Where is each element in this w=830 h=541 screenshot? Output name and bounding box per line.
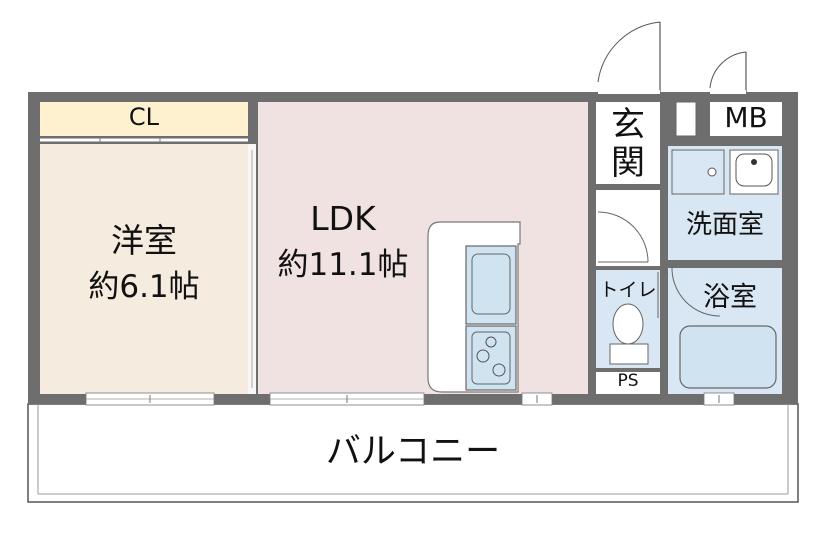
western-room-floor <box>40 144 248 394</box>
western-room-size: 約6.1帖 <box>88 269 200 305</box>
bathroom-label: 浴室 <box>703 282 757 313</box>
washroom-label: 洗面室 <box>685 210 764 240</box>
toilet-tank <box>609 343 649 365</box>
entrance-door-swing <box>597 21 661 83</box>
mb-door-gap <box>710 90 746 94</box>
ldk-size: 約11.1帖 <box>277 247 409 283</box>
bathroom-door-swing <box>671 265 721 317</box>
ldk-floor <box>258 102 588 394</box>
toilet-bowl <box>612 303 644 345</box>
closet-floor <box>40 102 248 136</box>
burner-1 <box>485 336 497 348</box>
meter-box-label: MB <box>724 101 768 134</box>
stove-top <box>471 331 511 385</box>
hall-door-swing <box>597 211 649 263</box>
hallway-floor <box>596 190 660 266</box>
toilet-label: トイレ <box>599 279 657 301</box>
pipe-space-label: PS <box>617 371 639 391</box>
sink-basin <box>471 253 511 315</box>
entrance-label-top: 玄 <box>611 105 645 145</box>
burner-3 <box>492 363 506 377</box>
meter-box <box>710 102 782 136</box>
drain <box>707 167 717 177</box>
western-room-name: 洋室 <box>111 221 177 260</box>
balcony-label: バルコニー <box>325 432 501 472</box>
entrance-label-bottom: 関 <box>611 143 645 183</box>
faucet <box>751 159 757 165</box>
ldk-name: LDK <box>310 199 376 238</box>
shoe-box <box>675 101 697 137</box>
bathtub <box>679 325 777 389</box>
entrance-door-gap <box>598 90 660 94</box>
pipe-space <box>596 372 660 394</box>
burner-2 <box>476 349 490 363</box>
entrance-floor <box>596 102 660 184</box>
balcony-area <box>27 403 799 503</box>
closet-label: CL <box>128 103 160 131</box>
mb-door-swing <box>709 51 747 89</box>
wash-basin-bowl <box>735 153 773 187</box>
